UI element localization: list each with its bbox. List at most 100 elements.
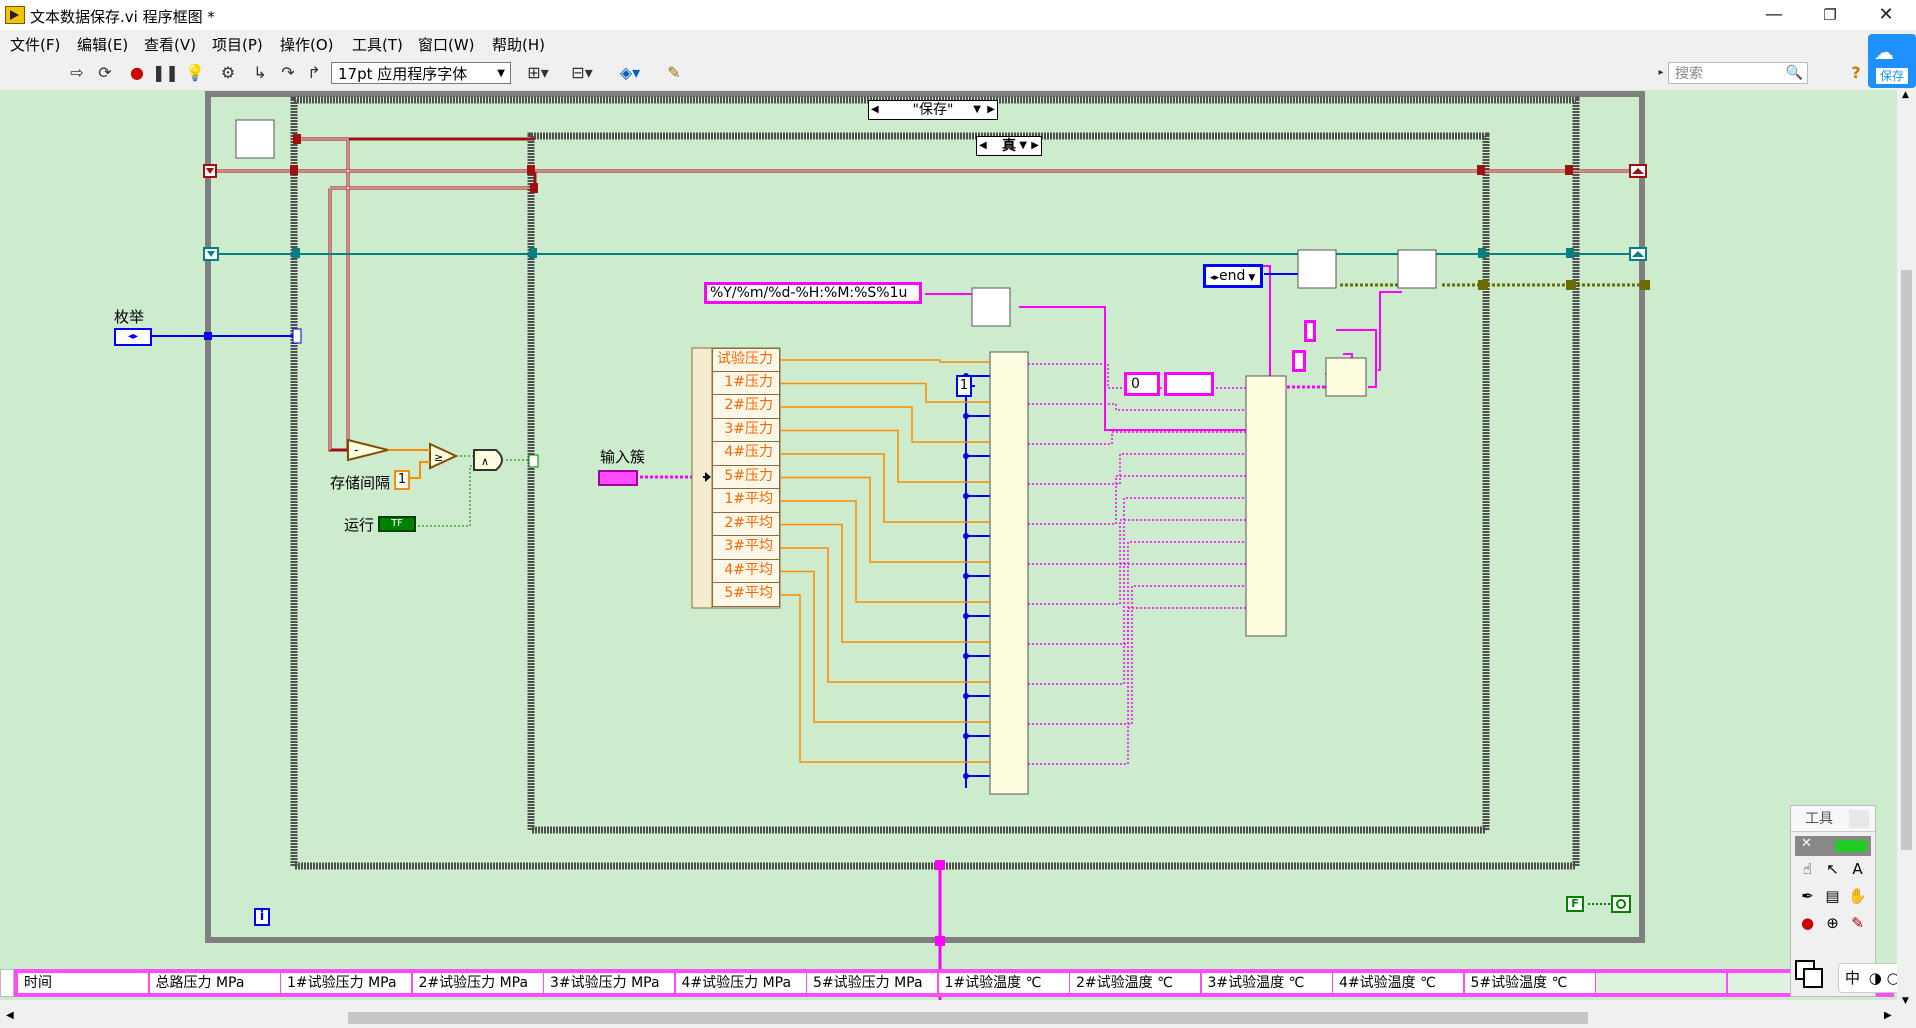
unbundle-item[interactable]: 1#平均 [712,489,780,513]
unbundle-item[interactable]: 2#平均 [712,512,780,536]
header-array-element[interactable]: 4#试验压力 MPa [675,973,806,993]
end-const[interactable]: ◂▸end▼ [1203,264,1263,288]
vertical-scrollbar[interactable]: ▲ ▼ [1897,90,1916,1010]
outer-case-selector[interactable]: ◀ "保存" ▼ ▶ [868,100,998,120]
distribute-objects-icon[interactable]: ⊟▾ [571,63,593,82]
zero-const[interactable]: 0 [1124,372,1160,396]
auto-tool-bar[interactable]: ✕ [1795,836,1871,856]
scroll-left-icon[interactable]: ◀ [6,1010,14,1021]
unbundle-item[interactable]: 2#压力 [712,395,780,419]
header-array-element[interactable]: 1#试验压力 MPa [281,973,411,993]
scroll-up-icon[interactable]: ▲ [1902,90,1909,100]
menu-tools[interactable]: 工具(T) [352,36,403,54]
close-button[interactable]: ✕ [1878,4,1894,25]
menu-project[interactable]: 项目(P) [212,36,263,54]
eol-const[interactable] [1292,350,1306,372]
unbundle-item[interactable]: 5#压力 [712,465,780,489]
case-next-icon[interactable]: ▶ [987,104,995,115]
font-select[interactable]: 17pt 应用程序字体 ▼ [331,62,511,84]
vertical-scrollbar-thumb[interactable] [1901,270,1912,850]
unbundle-item[interactable]: 4#压力 [712,442,780,466]
case-prev-icon[interactable]: ◀ [979,140,987,151]
label-tool-icon[interactable]: A [1852,860,1863,878]
header-array-element[interactable]: 5#试验温度 ℃ [1464,973,1595,993]
horizontal-scrollbar[interactable]: ◀ ▶ [0,1008,1897,1028]
inner-case-selector[interactable]: ◀ 真 ▼ ▶ [976,136,1042,156]
delimiter-const[interactable] [1304,320,1316,342]
reorder-icon[interactable]: ◈▾ [619,63,641,82]
header-array-element[interactable]: 4#试验温度 ℃ [1333,973,1463,993]
scroll-down-icon[interactable]: ▼ [1902,996,1909,1006]
search-input[interactable]: 搜索 🔍 [1668,62,1808,84]
step-over-icon[interactable]: ↷ [281,63,295,82]
chevron-down-icon[interactable]: ▼ [1019,140,1027,151]
color-copy-tool-icon[interactable]: ✎ [1851,914,1864,932]
empty-string-const[interactable] [1164,372,1214,396]
array-to-spreadsheet-node[interactable] [1325,357,1367,397]
pause-icon[interactable]: ❚❚ [152,63,179,82]
header-array-element[interactable] [1596,973,1726,993]
header-array-element[interactable]: 3#试验温度 ℃ [1201,973,1332,993]
menu-view[interactable]: 查看(V) [144,36,196,54]
header-array-element[interactable]: 1#试验温度 ℃ [938,973,1069,993]
position-tool-icon[interactable]: ↖ [1826,860,1839,878]
scroll-tool-icon[interactable]: ✋ [1848,887,1867,905]
cloud-save-widget[interactable]: ☁ 保存 [1868,34,1916,88]
header-array-element[interactable]: 5#试验压力 MPa [807,973,937,993]
unbundle-item[interactable]: 4#平均 [712,559,780,583]
greater-equal-node[interactable] [429,442,459,470]
probe-tool-icon[interactable]: ⊕ [1826,914,1839,932]
case-next-icon[interactable]: ▶ [1031,140,1039,151]
clean-up-diagram-icon[interactable]: ✎ [667,63,681,82]
case-structure-outer[interactable] [290,96,1580,870]
abort-icon[interactable]: ● [130,63,144,82]
header-array-element[interactable]: 2#试验温度 ℃ [1070,973,1200,993]
highlight-execution-icon[interactable]: 💡 [185,63,205,82]
unbundle-item[interactable]: 3#压力 [712,418,780,442]
run-arrow-icon[interactable]: ⇨ [70,63,84,82]
index-const[interactable]: 1 [956,375,972,397]
false-const[interactable]: F [1566,896,1584,912]
context-help-icon[interactable]: ? [1851,63,1861,82]
restore-button[interactable]: ❐ [1823,6,1837,24]
unbundle-item[interactable]: 试验压力 [712,348,780,372]
header-array-element[interactable]: 总路压力 MPa [149,973,280,993]
retain-wire-values-icon[interactable]: ⚙ [220,63,236,82]
header-array-element[interactable]: 时间 [18,973,148,993]
align-objects-icon[interactable]: ⊞▾ [527,63,549,82]
menu-edit[interactable]: 编辑(E) [77,36,129,54]
step-out-icon[interactable]: ↱ [307,63,321,82]
menu-operate[interactable]: 操作(O) [280,36,334,54]
format-datetime-node[interactable] [971,287,1011,327]
wiring-tool-icon[interactable]: ✒ [1801,887,1814,905]
scroll-right-icon[interactable]: ▶ [1884,1010,1892,1021]
enum-terminal[interactable]: ◂▸ [114,328,152,346]
unbundle-item[interactable]: 5#平均 [712,583,780,607]
color-tool-icon[interactable] [1795,960,1825,990]
block-diagram-canvas[interactable]: - ≥ ∧ [0,90,1897,1000]
subtract-node[interactable] [347,438,389,462]
and-node[interactable] [473,449,503,471]
cluster-terminal[interactable] [598,470,638,486]
time-format-const[interactable]: %Y/%m/%d-%H:%M:%S%1u [704,282,922,304]
search-expand-icon[interactable]: ▸ [1658,67,1664,78]
menu-file[interactable]: 文件(F) [10,36,61,54]
horizontal-scrollbar-thumb[interactable] [348,1012,1588,1024]
menu-window[interactable]: 窗口(W) [418,36,475,54]
run-terminal[interactable]: TF [378,516,416,532]
header-array-element[interactable]: 2#试验压力 MPa [412,973,543,993]
array-index-display[interactable] [0,969,14,997]
stop-terminal[interactable] [1611,895,1631,913]
while-loop-frame[interactable] [205,91,1645,943]
run-continuously-icon[interactable]: ⟳ [98,63,112,82]
case-prev-icon[interactable]: ◀ [871,104,879,115]
tools-palette-close-button[interactable] [1849,810,1869,828]
chevron-down-icon[interactable]: ▼ [973,104,981,115]
shortcut-menu-tool-icon[interactable]: ▤ [1825,887,1840,905]
minimize-button[interactable]: — [1765,4,1783,25]
file-path-node[interactable] [1297,249,1337,289]
operate-tool-icon[interactable]: ☝ [1802,860,1813,878]
step-into-icon[interactable]: ↳ [253,63,267,82]
interval-const[interactable]: 1 [394,470,410,490]
unbundle-item[interactable]: 1#压力 [712,371,780,395]
